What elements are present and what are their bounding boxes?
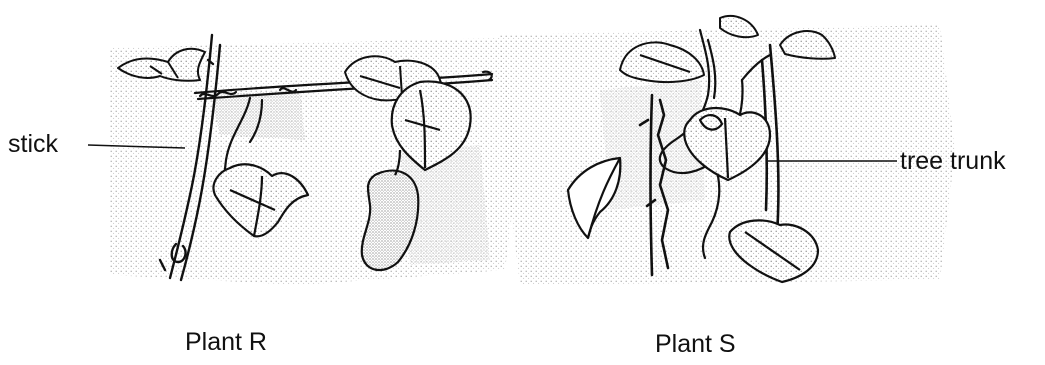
plant-s-illustration bbox=[500, 16, 955, 285]
plant-r-caption: Plant R bbox=[185, 330, 267, 355]
tree-trunk-label: tree trunk bbox=[900, 149, 1006, 174]
plant-r-illustration bbox=[110, 35, 520, 285]
plant-s-caption: Plant S bbox=[655, 332, 736, 357]
stick-label: stick bbox=[8, 132, 58, 157]
